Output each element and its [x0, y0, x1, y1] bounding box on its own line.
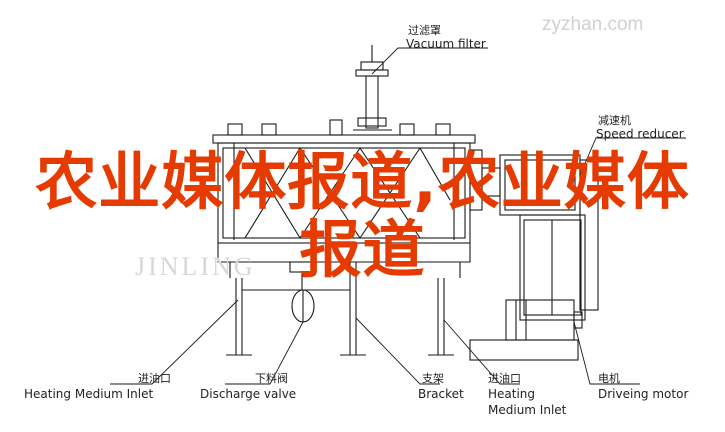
bracket-label-en: Bracket	[418, 387, 464, 401]
speed-reducer-label-en: Speed reducer	[596, 127, 684, 141]
heating-inlet-label-zh: 进油口	[138, 371, 171, 385]
ghost-watermark: JINLING	[135, 252, 256, 281]
driving-motor-part	[469, 299, 583, 361]
discharge-valve-label-en: Discharge valve	[200, 387, 296, 401]
bracket-part	[226, 262, 454, 356]
vacuum-filter-part	[353, 45, 392, 131]
heating-outlet-label-zh: 进油口	[488, 371, 521, 385]
bracket-label-zh: 支架	[422, 372, 444, 385]
discharge-valve-label-zh: 下料阀	[255, 371, 288, 385]
overlay-title: 农业媒体报道,农业媒体报道	[35, 145, 690, 286]
vacuum-filter-label-en: Vacuum filter	[406, 37, 486, 51]
watermark: zyzhan.com	[542, 14, 643, 35]
driving-motor-label-zh: 电机	[598, 371, 620, 385]
vessel-body	[212, 119, 476, 278]
heating-outlet-label-en: Heating	[488, 387, 535, 401]
vacuum-filter-label-zh: 过滤罩	[408, 24, 441, 37]
heating-outlet-label-en-2: Medium Inlet	[488, 403, 567, 417]
speed-reducer-part	[469, 149, 599, 321]
speed-reducer-label-zh: 减速机	[598, 113, 631, 127]
driving-motor-label-en: Driveing motor	[598, 387, 688, 401]
heating-inlet-label-en: Heating Medium Inlet	[24, 387, 153, 401]
